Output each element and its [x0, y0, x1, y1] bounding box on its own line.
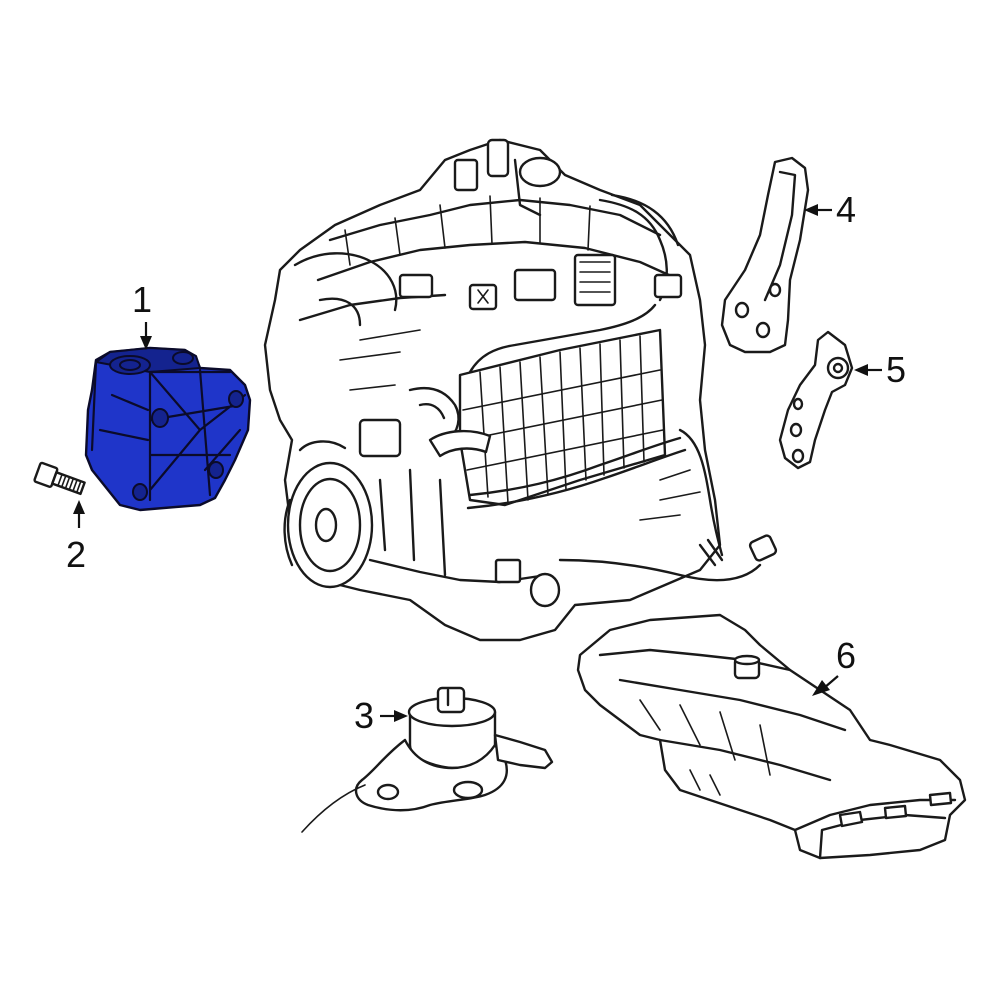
callout-3-label: 3 [354, 695, 374, 736]
part-4-bracket [720, 156, 810, 354]
arrow-icon [804, 204, 818, 216]
callout-3: 3 [354, 695, 408, 736]
callout-6-label: 6 [836, 635, 856, 676]
arrow-icon [140, 336, 152, 350]
callout-5: 5 [854, 349, 906, 390]
callout-4-label: 4 [836, 189, 856, 230]
arrow-icon [394, 710, 408, 722]
callout-2-label: 2 [66, 534, 86, 575]
part-1-engine-mount-bracket [84, 346, 252, 512]
callout-2: 2 [66, 500, 86, 575]
part-2-bolt [33, 461, 86, 496]
part-5-bracket [778, 330, 854, 470]
callout-6: 6 [812, 635, 856, 696]
part-6-crossmember [576, 613, 967, 860]
arrow-icon [812, 680, 830, 696]
engine-assembly [263, 138, 778, 642]
callout-4: 4 [804, 189, 856, 230]
callout-5-label: 5 [886, 349, 906, 390]
callout-1-label: 1 [132, 279, 152, 320]
part-3-engine-mount [301, 686, 554, 833]
arrow-icon [73, 500, 85, 514]
arrow-icon [854, 364, 868, 376]
callout-1: 1 [132, 279, 152, 350]
